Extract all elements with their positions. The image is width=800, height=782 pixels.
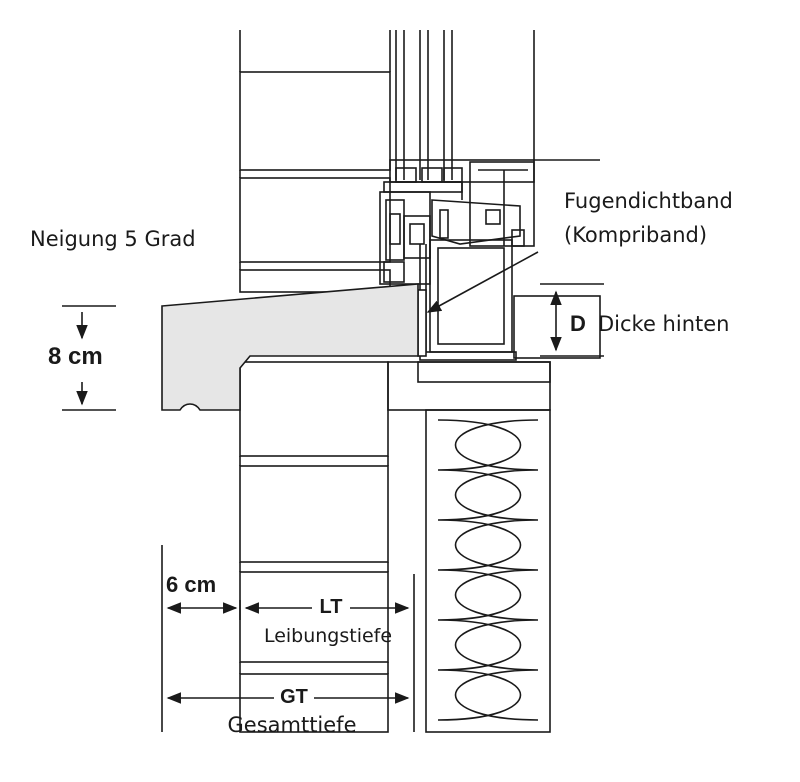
window-sill [161,283,419,411]
dimension-sill-height [62,305,116,411]
thickness-letter: D [570,311,586,336]
sill-height-label: 8 cm [48,343,103,370]
dimension-overhang-and-depths [161,545,415,732]
sealing-tape [417,289,427,357]
slope-label: Neigung 5 Grad [30,227,196,251]
gt-text: Gesamttiefe [228,713,357,737]
lt-label: LT [320,596,343,618]
thickness-label: Dicke hinten [598,312,729,336]
overhang-label: 6 cm [166,572,216,597]
sealing-tape-label: Fugendichtband [564,189,733,213]
lt-text: Leibungstiefe [264,625,392,647]
dimension-thickness [540,283,604,357]
insulation-layer [425,409,551,733]
sealing-tape-leader [426,251,539,313]
gt-label: GT [280,686,308,708]
sealing-tape-sublabel: (Kompriband) [564,223,707,247]
lintel [387,361,551,411]
